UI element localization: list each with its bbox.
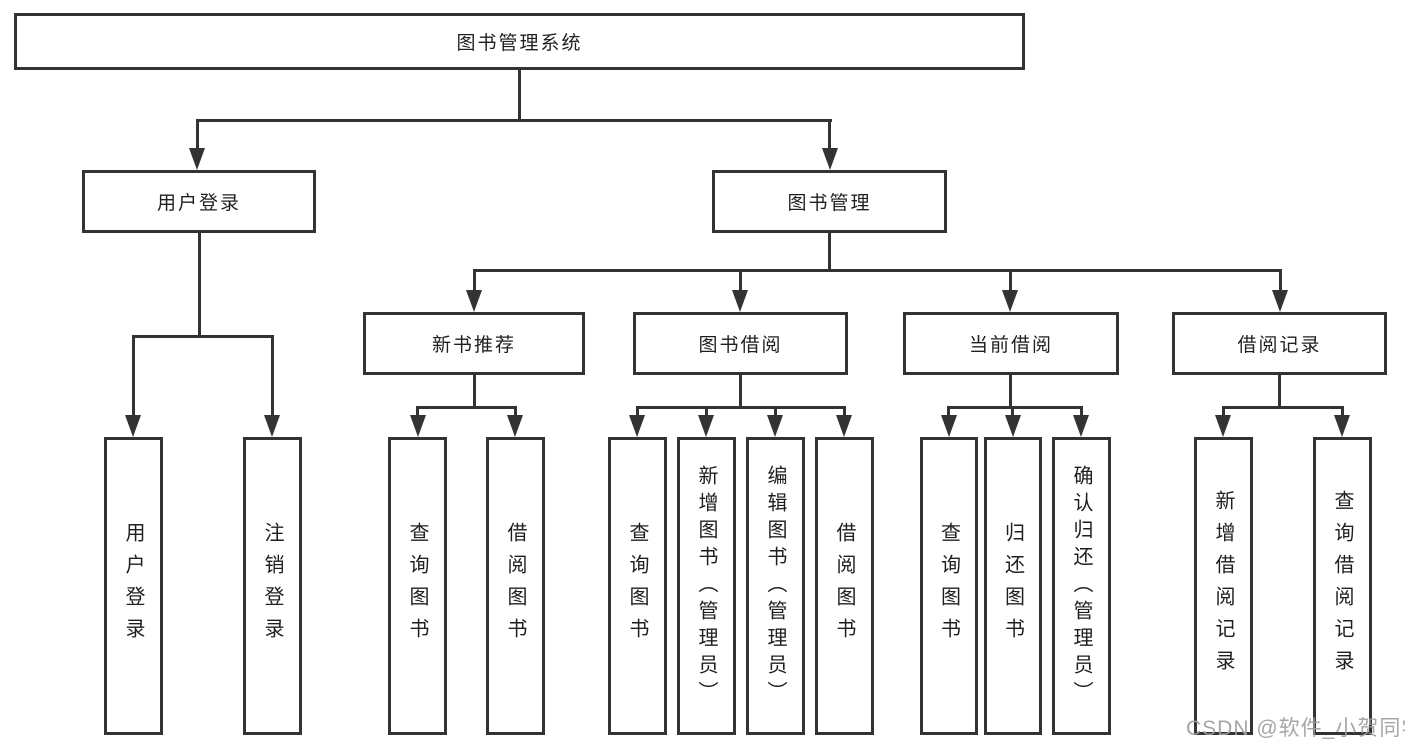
node-borrowing-records: 借阅记录 — [1172, 312, 1387, 375]
arrow-down — [1334, 415, 1350, 437]
connector-shaft — [1222, 406, 1225, 417]
arrow-down — [1005, 415, 1021, 437]
connector-stub — [1009, 375, 1012, 406]
connector-rail — [416, 406, 517, 409]
arrow-down — [732, 290, 748, 312]
connector-shaft — [947, 406, 950, 417]
connector-shaft — [514, 406, 517, 417]
connector-root-stub — [518, 70, 521, 119]
connector-level3-rail — [473, 269, 1282, 272]
connector-shaft — [843, 406, 846, 417]
connector-rail — [947, 406, 1083, 409]
node-root-library-system: 图书管理系统 — [14, 13, 1025, 70]
connector-stub — [473, 375, 476, 406]
connector-shaft — [1341, 406, 1344, 417]
connector-stub — [1278, 375, 1281, 406]
arrow-down — [1272, 290, 1288, 312]
arrow-down — [836, 415, 852, 437]
leaf-add-borrow-record: 新增借阅记录 — [1194, 437, 1253, 735]
arrow-down — [410, 415, 426, 437]
leaf-query-borrow-record: 查询借阅记录 — [1313, 437, 1372, 735]
connector-rail — [1222, 406, 1344, 409]
connector-shaft — [473, 269, 476, 292]
leaf-borrow-books-recommend: 借阅图书 — [486, 437, 545, 735]
connector-shaft — [1009, 269, 1012, 292]
leaf-query-books-borrowing: 查询图书 — [608, 437, 667, 735]
leaf-logout: 注销登录 — [243, 437, 302, 735]
leaf-add-book-admin: 新增图书（管理员） — [677, 437, 736, 735]
arrow-down — [466, 290, 482, 312]
arrow-down — [264, 415, 280, 437]
arrow-down — [822, 148, 838, 170]
csdn-watermark: CSDN @软件_小贺同学 — [1186, 717, 1405, 740]
node-user-login-branch: 用户登录 — [82, 170, 316, 233]
connector-rail — [132, 335, 274, 338]
node-book-management-branch: 图书管理 — [712, 170, 947, 233]
connector-shaft — [1279, 269, 1282, 292]
connector-shaft — [416, 406, 419, 417]
leaf-confirm-return-admin: 确认归还（管理员） — [1052, 437, 1111, 735]
connector-shaft — [271, 335, 274, 417]
node-book-borrowing: 图书借阅 — [633, 312, 848, 375]
node-new-book-recommend: 新书推荐 — [363, 312, 585, 375]
leaf-edit-book-admin: 编辑图书（管理员） — [746, 437, 805, 735]
connector-stub — [198, 233, 201, 335]
connector-shaft — [1080, 406, 1083, 417]
arrow-down — [941, 415, 957, 437]
connector-shaft — [828, 119, 831, 150]
connector-stub — [828, 233, 831, 269]
arrow-down — [767, 415, 783, 437]
arrow-down — [125, 415, 141, 437]
arrow-down — [1073, 415, 1089, 437]
arrow-down — [189, 148, 205, 170]
leaf-user-login: 用户登录 — [104, 437, 163, 735]
connector-shaft — [196, 119, 199, 150]
arrow-down — [629, 415, 645, 437]
connector-shaft — [132, 335, 135, 417]
leaf-query-books-recommend: 查询图书 — [388, 437, 447, 735]
leaf-return-books: 归还图书 — [984, 437, 1042, 735]
node-current-borrowing: 当前借阅 — [903, 312, 1119, 375]
arrow-down — [698, 415, 714, 437]
connector-stub — [739, 375, 742, 406]
arrow-down — [1002, 290, 1018, 312]
connector-shaft — [705, 406, 708, 417]
connector-rail — [636, 406, 846, 409]
connector-shaft — [739, 269, 742, 292]
connector-shaft — [1011, 406, 1014, 417]
connector-shaft — [774, 406, 777, 417]
connector-shaft — [636, 406, 639, 417]
arrow-down — [1215, 415, 1231, 437]
leaf-borrow-books-borrowing: 借阅图书 — [815, 437, 874, 735]
connector-level2-rail — [196, 119, 832, 122]
arrow-down — [507, 415, 523, 437]
leaf-query-books-current: 查询图书 — [920, 437, 978, 735]
